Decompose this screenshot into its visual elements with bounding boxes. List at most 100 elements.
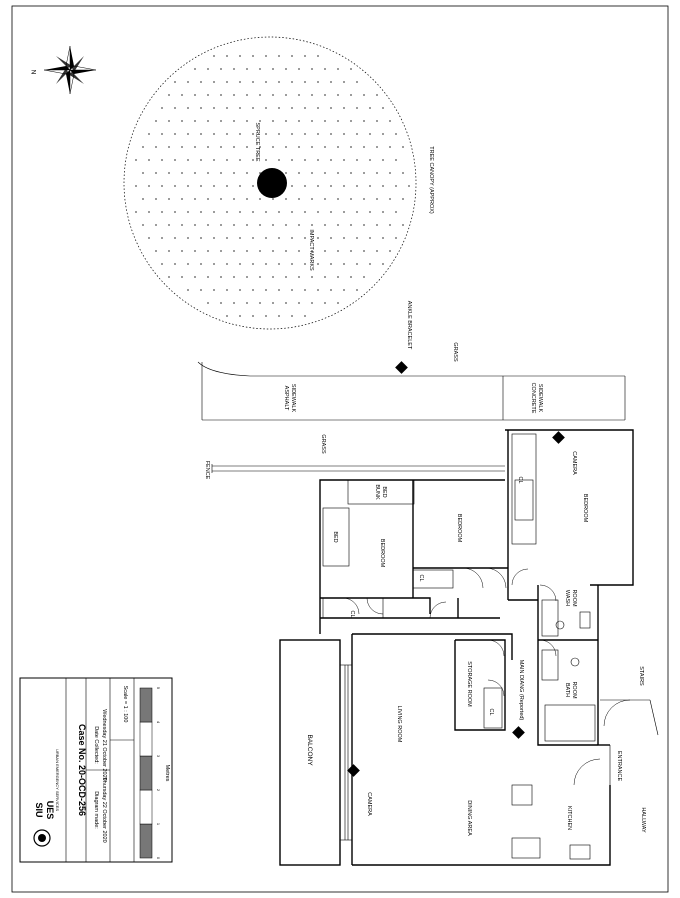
impact-dot: [272, 302, 274, 304]
impact-dot: [252, 185, 254, 187]
impact-dot: [376, 120, 378, 122]
impact-dot: [265, 289, 267, 291]
impact-dot: [233, 172, 235, 174]
impact-dot: [304, 159, 306, 161]
impact-dot: [382, 107, 384, 109]
entrance-label: ENTRANCE: [616, 751, 622, 782]
closet-label-4: CL: [488, 708, 494, 715]
bed-label: BED: [332, 531, 338, 542]
impact-marks-label: IMPACT MARKS: [308, 229, 314, 271]
impact-dot: [330, 107, 332, 109]
impact-dot: [187, 289, 189, 291]
impact-dot: [291, 55, 293, 57]
impact-dot: [278, 315, 280, 317]
scale-bar-segment: [139, 721, 153, 757]
impact-dot: [148, 185, 150, 187]
impact-dot: [142, 224, 144, 226]
scale-bar-segment: [139, 823, 153, 859]
impact-dot: [174, 159, 176, 161]
impact-dot: [239, 81, 241, 83]
camera-label-bedroom: CAMERA: [571, 451, 577, 475]
diagram-made-value: Thursday 22 October 2020: [101, 777, 107, 842]
impact-dot: [272, 276, 274, 278]
logo-bottom: UES: [45, 801, 55, 820]
impact-dot: [265, 81, 267, 83]
impact-dot: [382, 159, 384, 161]
impact-dot: [285, 68, 287, 70]
impact-dot: [155, 250, 157, 252]
impact-dot: [304, 289, 306, 291]
fence-label: FENCE: [204, 461, 210, 480]
impact-dot: [246, 250, 248, 252]
doors: [342, 567, 659, 786]
impact-dot: [233, 146, 235, 148]
impact-dot: [304, 81, 306, 83]
impact-dot: [220, 276, 222, 278]
impact-dot: [356, 185, 358, 187]
concrete-label-1: CONCRETE: [530, 383, 536, 414]
balcony-label: BALCONY: [306, 734, 313, 766]
impact-dot: [207, 198, 209, 200]
impact-dot: [304, 237, 306, 239]
impact-dot: [213, 133, 215, 135]
hallway-label: HALLWAY: [640, 807, 646, 833]
impact-dot: [252, 289, 254, 291]
impact-dot: [343, 263, 345, 265]
impact-dot: [363, 276, 365, 278]
impact-dot: [207, 68, 209, 70]
impact-dot: [161, 107, 163, 109]
impact-dot: [369, 185, 371, 187]
impact-dot: [259, 276, 261, 278]
impact-dot: [246, 198, 248, 200]
impact-dot: [233, 302, 235, 304]
impact-dot: [356, 211, 358, 213]
impact-dot: [356, 263, 358, 265]
impact-dot: [330, 263, 332, 265]
impact-dot: [304, 185, 306, 187]
impact-dot: [187, 211, 189, 213]
impact-dot: [194, 94, 196, 96]
asphalt-label-1: ASPHALT: [283, 386, 289, 411]
impact-dot: [168, 94, 170, 96]
impact-dot: [337, 224, 339, 226]
impact-dot: [337, 68, 339, 70]
impact-dot: [350, 250, 352, 252]
impact-dot: [161, 133, 163, 135]
impact-dot: [272, 94, 274, 96]
impact-dot: [343, 133, 345, 135]
impact-dot: [337, 198, 339, 200]
impact-dot: [382, 263, 384, 265]
impact-dot: [291, 315, 293, 317]
impact-dot: [187, 237, 189, 239]
impact-dot: [285, 250, 287, 252]
impact-dot: [213, 55, 215, 57]
impact-dot: [252, 263, 254, 265]
scale-tick-label: 4: [156, 721, 161, 724]
impact-dot: [155, 172, 157, 174]
impact-dot: [311, 198, 313, 200]
building-walls: [319, 429, 634, 866]
impact-dot: [337, 302, 339, 304]
impact-dot: [324, 94, 326, 96]
impact-dot: [252, 211, 254, 213]
impact-dot: [382, 133, 384, 135]
impact-dot: [246, 94, 248, 96]
impact-dot: [213, 81, 215, 83]
impact-dot: [207, 302, 209, 304]
impact-dot: [252, 159, 254, 161]
impact-dot: [285, 224, 287, 226]
impact-dot: [187, 159, 189, 161]
impact-dot: [376, 172, 378, 174]
impact-dot: [220, 224, 222, 226]
impact-dot: [239, 237, 241, 239]
impact-dot: [148, 159, 150, 161]
impact-dot: [298, 302, 300, 304]
grass-label-top: GRASS: [452, 342, 458, 362]
impact-dot: [161, 237, 163, 239]
impact-dot: [382, 185, 384, 187]
impact-dot: [395, 211, 397, 213]
asphalt-label-2: SIDEWALK: [290, 384, 296, 413]
impact-dot: [213, 263, 215, 265]
impact-dot: [265, 211, 267, 213]
page-border: [11, 5, 669, 893]
